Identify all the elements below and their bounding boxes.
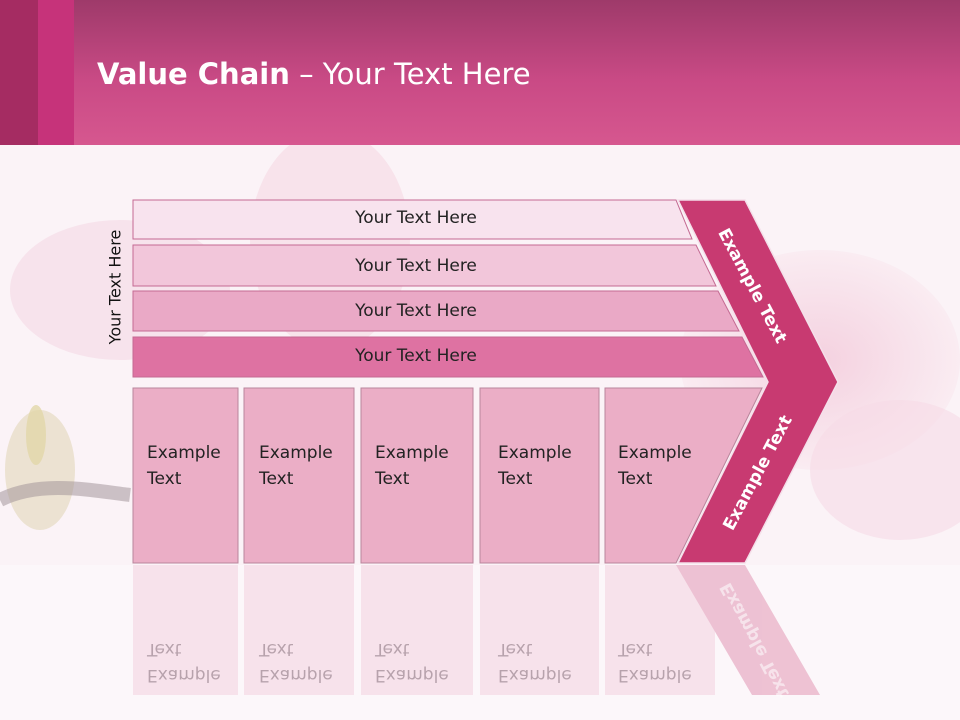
header-accent-strip [38,0,74,145]
slide-title: Value Chain – Your Text Here [97,54,531,94]
reflection-line: Text [147,639,182,659]
box-label-line: Text [375,469,410,489]
box-label-3: Example Text [375,440,449,492]
box-label-reflection: Example Text [618,636,692,688]
box-label-line: Example [618,443,692,463]
box-label-4: Example Text [498,440,572,492]
reflection-line: Example [375,665,449,685]
reflection-line: Text [375,639,410,659]
box-label-line: Text [498,469,533,489]
vertical-axis-label: Your Text Here [105,229,125,345]
box-label-reflection: Example Text [375,636,449,688]
box-label-5: Example Text [618,440,692,492]
box-shape-1 [132,387,239,564]
box-label-reflection: Example Text [259,636,333,688]
title-bold: Value Chain [97,57,290,91]
box-label-line: Text [618,469,653,489]
box-shape-4 [479,387,600,564]
slide-header [0,0,960,145]
box-label-line: Text [259,469,294,489]
box-label-line: Text [147,469,182,489]
reflection-line: Example [618,665,692,685]
row-label-4: Your Text Here [355,346,477,366]
box-label-line: Example [147,443,221,463]
box-shape-5 [604,387,763,564]
chevron-arrow [676,199,839,564]
row-label-2: Your Text Here [355,256,477,276]
reflection-line: Text [618,639,653,659]
row-shape-3 [132,290,740,332]
row-label-3: Your Text Here [355,301,477,321]
row-shape-1 [132,199,693,240]
box-shape-2 [243,387,355,564]
row-label-1: Your Text Here [355,208,477,228]
box-label-line: Example [375,443,449,463]
reflection-line: Example [259,665,333,685]
box-label-reflection: Example Text [147,636,221,688]
reflection-line: Text [498,639,533,659]
row-shape-4 [132,336,764,378]
reflection-line: Text [259,639,294,659]
header-accent-strip [0,0,38,145]
diagram-reflection [133,565,820,695]
title-rest: – Your Text Here [289,57,531,91]
box-label-reflection: Example Text [498,636,572,688]
box-label-line: Example [259,443,333,463]
row-shape-2 [132,244,717,287]
reflection-line: Example [498,665,572,685]
box-label-2: Example Text [259,440,333,492]
box-label-line: Example [498,443,572,463]
box-label-1: Example Text [147,440,221,492]
box-shape-3 [360,387,474,564]
reflection-line: Example [147,665,221,685]
